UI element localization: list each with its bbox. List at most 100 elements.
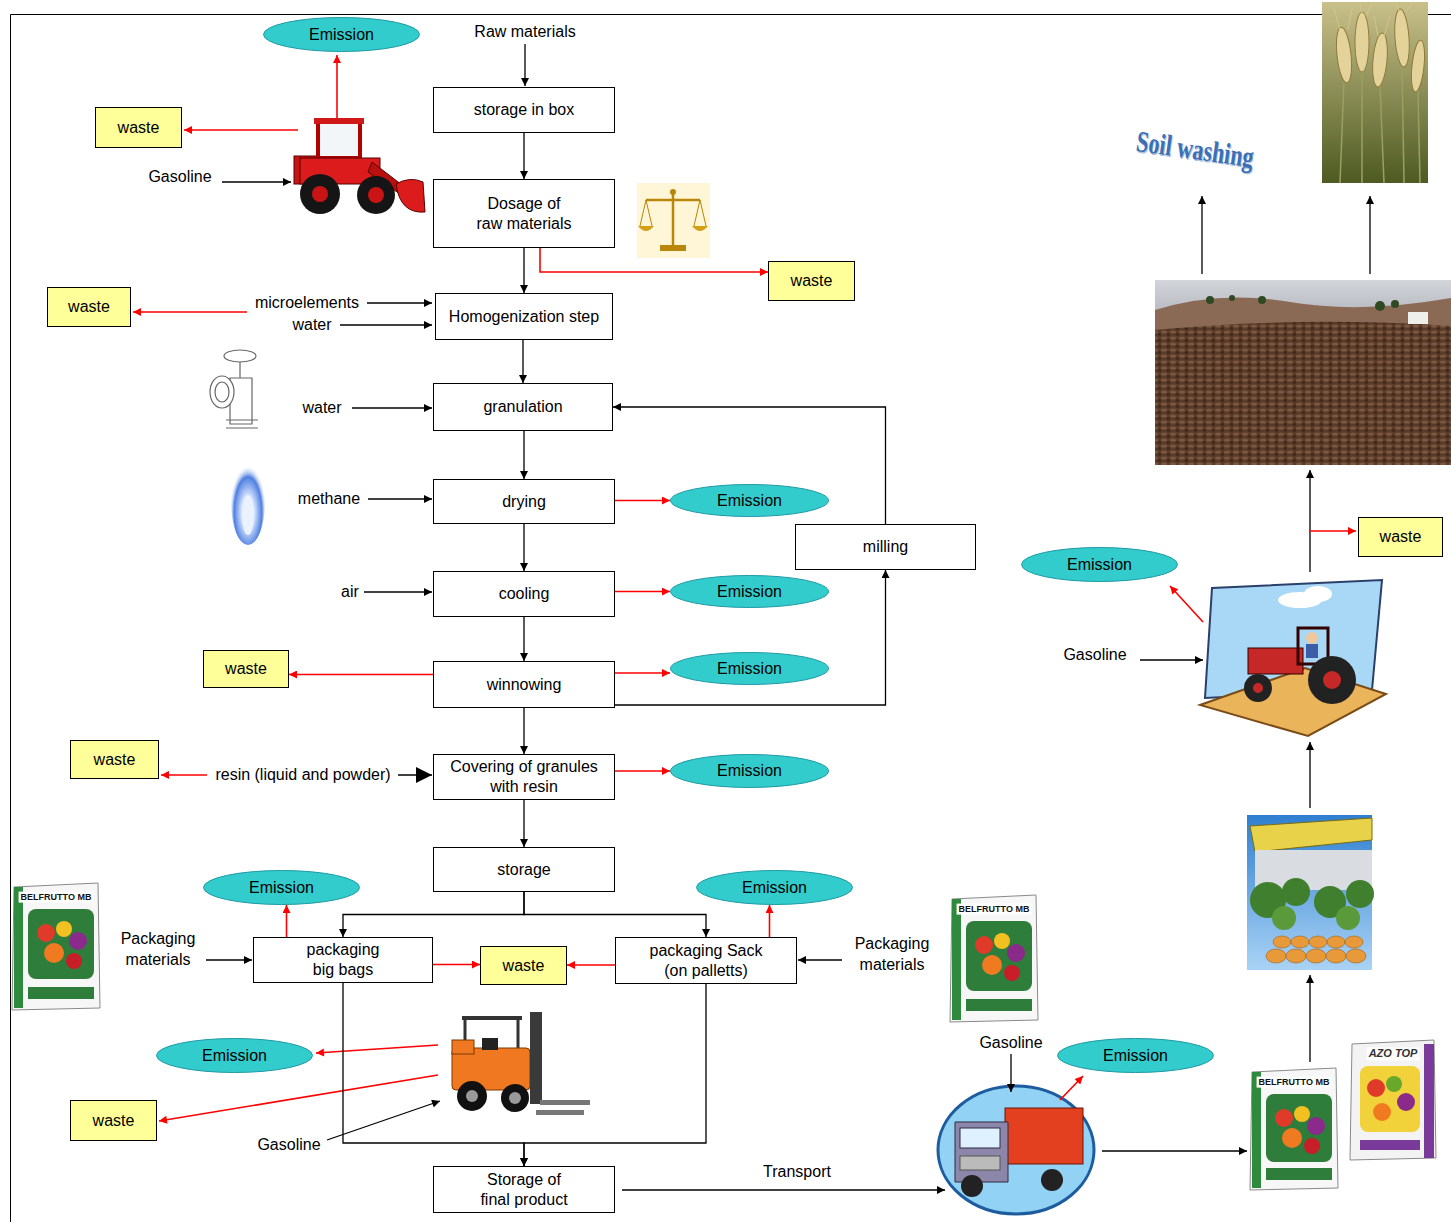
fuel-label: Gasoline [1063,645,1126,666]
node-text: drying [502,492,546,512]
node-text: Emission [742,878,807,898]
node-text: storage [497,860,550,880]
node-text: Emission [717,761,782,781]
flow-arrow [343,983,524,1166]
waste-box: waste [203,650,289,688]
fertilizer-bag [1250,1068,1338,1190]
flow-arrow [567,964,615,966]
node-text: cooling [499,584,550,604]
emission-ellipse: Emission [203,870,360,905]
waste-box: waste [70,740,159,779]
frame-line [11,15,1451,1222]
flow-arrow [523,617,524,661]
flow-arrow [289,674,433,676]
bag-brand: AZO TOP [1367,1047,1420,1060]
field-photo [1155,280,1451,465]
node-text: milling [863,537,908,557]
ellipse-shape [1022,548,1178,582]
node-text: Emission [309,25,374,45]
truck [938,1086,1094,1214]
node-text: waste [503,956,545,976]
flow-arrow [769,905,771,937]
waste-box: waste [95,107,182,148]
input-arrows [206,44,1370,1190]
input-label: resin (liquid and powder) [215,765,390,786]
waste-box: waste [768,261,855,301]
node-text: Emission [1103,1046,1168,1066]
bag-brand: BELFRUTTO MB [1257,1077,1332,1088]
flow-arrow [615,672,670,674]
forklift [452,1012,590,1115]
node-text: Homogenization step [449,307,599,327]
node-text: Emission [202,1046,267,1066]
node-text: waste [68,297,110,317]
fuel-label: Gasoline [979,1033,1042,1054]
emission-ellipse: Emission [1021,547,1178,582]
node-text: Emission [1067,555,1132,575]
flow-arrow [523,133,524,179]
node-text: waste [94,750,136,770]
node-text: winnowing [487,675,562,695]
emission-ellipse: Emission [1057,1038,1214,1073]
bag-brand: BELFRUTTO MB [19,892,94,903]
node-text: granulation [483,397,562,417]
emission-ellipse: Emission [670,484,829,517]
garden-centre-photo [1247,815,1374,970]
node-text: Covering of granules with resin [442,757,607,797]
flow-arrow [615,570,886,705]
fertilizer-bag [12,883,100,1010]
flow-arrow [343,892,524,937]
balance-icon [637,183,710,258]
fertilizer-bag [1350,1040,1436,1160]
node-text: waste [225,659,267,679]
resin-arrow [398,774,432,775]
node-text: waste [1380,527,1422,547]
node-text: Emission [717,491,782,511]
ellipse-shape [157,1039,313,1073]
node-text: Emission [717,582,782,602]
node-text: waste [93,1111,135,1131]
fuel-label: Gasoline [257,1135,320,1156]
process-box: Storage of final product [433,1166,615,1213]
input-label: water [292,315,331,336]
output-arrows [133,55,1356,1121]
input-label: Packaging materials [852,934,932,976]
node-text: Storage of final product [472,1170,577,1210]
process-box: packaging Sack (on palletts) [615,937,797,984]
waste-box: waste [70,1100,157,1141]
ellipse-shape [671,485,829,517]
process-box: Homogenization step [435,293,613,340]
ellipse-shape [697,871,853,905]
flow-arrow [524,984,706,1166]
emission-ellipse: Emission [670,754,829,788]
flow-arrow [523,431,524,479]
process-box: Dosage of raw materials [433,179,615,248]
process-box: cooling [433,571,615,617]
ellipse-shape [671,755,829,788]
ellipse-shape [671,653,829,685]
flow-arrow [523,800,524,847]
flow-arrow [615,770,670,772]
emission-ellipse: Emission [670,652,829,685]
waste-box: waste [1358,517,1443,557]
flow-arrow [615,591,670,593]
fertilizer-bag [950,895,1038,1022]
process-box: granulation [433,383,613,431]
water-valve [210,350,258,428]
ellipse-shape [671,576,829,608]
node-text: Dosage of raw materials [475,194,574,234]
waste-box: waste [47,287,131,327]
input-label: water [302,398,341,419]
wheel-loader [294,118,425,214]
flow-arrow [524,892,706,937]
emission-ellipse: Emission [156,1038,313,1073]
flow-arrow [286,905,288,937]
process-box: packaging big bags [253,937,433,983]
process-box: Covering of granules with resin [433,754,615,800]
process-box: milling [795,524,976,570]
node-text: Emission [717,659,782,679]
node-text: waste [791,271,833,291]
wheat-photo [1322,2,1428,183]
arrow-label: Transport [763,1162,831,1183]
